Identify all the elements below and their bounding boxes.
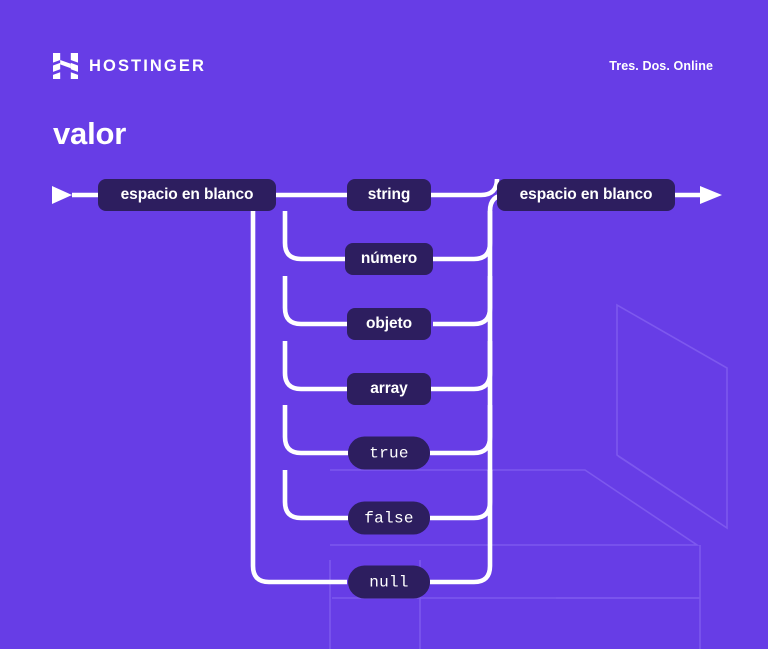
brand-name: HOSTINGER <box>89 56 206 75</box>
value-node-objeto: objeto <box>347 308 431 340</box>
page-title: valor <box>53 116 127 151</box>
site-credit: Tres. Dos. Online <box>609 59 713 73</box>
whitespace-entry-node: espacio en blanco <box>98 179 276 211</box>
hostinger-h-logo-icon <box>53 53 78 79</box>
start-arrow-icon <box>52 186 72 204</box>
value-node-true: true <box>348 436 430 470</box>
value-node-string: string <box>347 179 431 211</box>
value-node-numero: número <box>345 243 433 275</box>
value-node-false: false <box>348 501 430 535</box>
end-arrow-icon <box>700 186 722 204</box>
brand-lockup: HOSTINGER <box>53 53 206 79</box>
value-node-null: null <box>348 565 430 599</box>
value-node-array: array <box>347 373 431 405</box>
whitespace-exit-node: espacio en blanco <box>497 179 675 211</box>
